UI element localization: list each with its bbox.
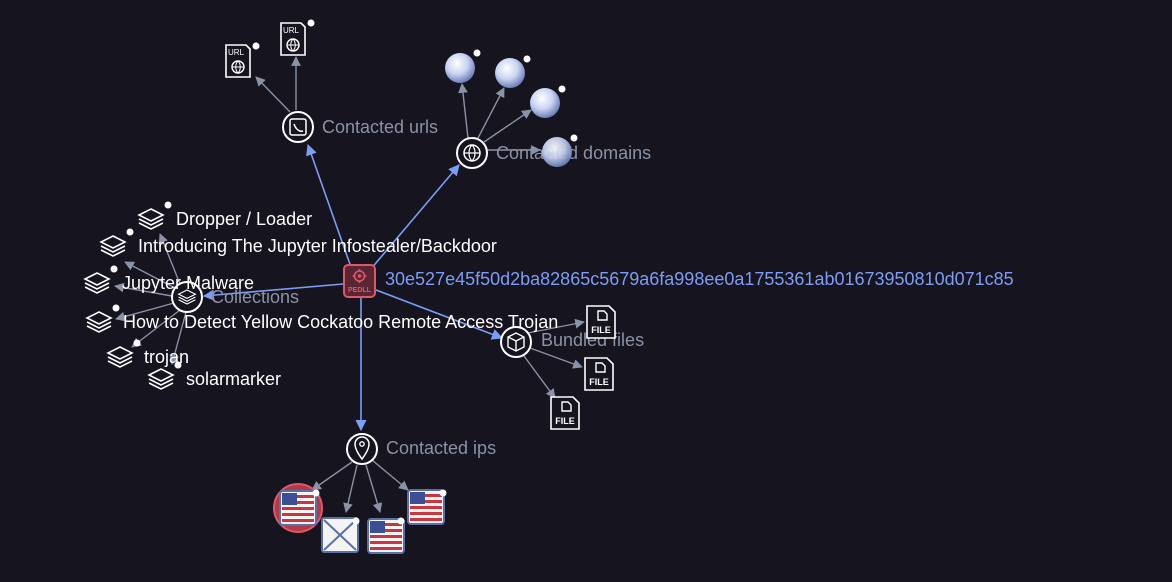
edge-collections-child: [124, 261, 176, 289]
collection-stack-icon: [138, 208, 164, 230]
collection-stack-icon: [100, 235, 126, 257]
collection-label: Jupyter Malware: [122, 273, 254, 293]
bundled-files-icon: [507, 332, 525, 352]
collection-node[interactable]: [138, 201, 172, 230]
unknown-flag-icon: [321, 517, 359, 553]
center-badge-text: PEDLL: [348, 287, 372, 294]
globe-icon: [445, 53, 475, 83]
domain-node[interactable]: [542, 134, 578, 168]
edge-domains-child: [477, 87, 505, 139]
edge-ips-child: [365, 464, 383, 513]
collection-label: Introducing The Jupyter Infostealer/Back…: [138, 236, 497, 256]
center-hash-label[interactable]: 30e527e45f50d2ba82865c5679a6fa998ee0a175…: [385, 269, 1014, 289]
collection-node[interactable]: [100, 228, 134, 257]
globe-icon: [530, 88, 560, 118]
contacted-ips-icon: [354, 436, 370, 461]
collection-node[interactable]: [107, 339, 141, 368]
edge-collections-child: [169, 311, 187, 365]
edge-center-contacted-domains: [369, 164, 460, 271]
ip-node[interactable]: [407, 489, 447, 525]
us-flag-icon: [407, 489, 445, 525]
edge-collections-child: [158, 233, 181, 285]
relationship-node-contacted-ips[interactable]: [346, 433, 378, 465]
ip-node[interactable]: [367, 517, 405, 554]
edge-center-bundled-files: [375, 289, 504, 340]
url-badge: URL: [283, 26, 300, 35]
ip-node[interactable]: [273, 483, 323, 533]
collection-stack-icon: [84, 272, 110, 294]
domain-node[interactable]: [530, 85, 566, 119]
edge-collections-child: [115, 302, 175, 322]
edge-bundled-child: [523, 355, 556, 399]
collection-label: How to Detect Yellow Cockatoo Remote Acc…: [123, 312, 558, 332]
relationship-node-collections[interactable]: [171, 281, 203, 313]
edge-bundled-child: [529, 347, 583, 369]
us-flag-icon: [367, 518, 405, 554]
edge-ips-child: [311, 461, 353, 491]
url-node[interactable]: URL: [225, 42, 260, 78]
collection-label: Dropper / Loader: [176, 209, 312, 229]
edge-ips-child: [343, 464, 358, 513]
collection-stack-icon: [107, 346, 133, 368]
collection-node[interactable]: [84, 265, 118, 294]
file-node[interactable]: FILE: [550, 396, 580, 430]
edge-center-contacted-urls: [306, 143, 353, 271]
edge-collections-child: [114, 282, 173, 297]
gear-icon: [352, 269, 367, 283]
file-badge: FILE: [555, 416, 575, 426]
relationship-label-collections: Collections: [211, 287, 299, 307]
relationship-label-bundled-files: Bundled files: [541, 330, 644, 350]
edge-center-collections: [202, 283, 344, 301]
relationship-node-bundled-files[interactable]: [500, 326, 532, 358]
center-file-node[interactable]: PEDLL: [343, 264, 376, 298]
collection-label: solarmarker: [186, 369, 281, 389]
collection-node[interactable]: [148, 361, 182, 390]
relationship-label-contacted-urls: Contacted urls: [322, 117, 438, 137]
globe-icon: [495, 58, 525, 88]
ip-node[interactable]: [321, 517, 360, 553]
edge-collections-child: [131, 309, 181, 348]
us-flag-icon: [279, 490, 317, 526]
contacted-domains-icon: [463, 144, 481, 162]
url-badge: URL: [228, 48, 245, 57]
collection-stack-icon: [148, 368, 174, 390]
file-node[interactable]: FILE: [584, 357, 614, 391]
edge-domains-child: [458, 83, 469, 139]
url-node[interactable]: URL: [280, 19, 315, 56]
file-badge: FILE: [589, 377, 609, 387]
relationship-node-contacted-urls[interactable]: [282, 111, 314, 143]
collection-label: trojan: [144, 347, 189, 367]
collection-node[interactable]: [86, 304, 120, 333]
domain-node[interactable]: [495, 55, 531, 89]
edge-urls-child: [255, 76, 291, 113]
relationship-label-contacted-ips: Contacted ips: [386, 438, 496, 458]
relationship-label-contacted-domains: Contacted domains: [496, 143, 651, 163]
file-badge: FILE: [591, 325, 611, 335]
relationship-node-contacted-domains[interactable]: [456, 137, 488, 169]
collection-stack-icon: [86, 311, 112, 333]
edge-domains-child: [483, 109, 532, 143]
file-node[interactable]: FILE: [586, 305, 616, 339]
edge-ips-child: [371, 459, 409, 491]
domain-node[interactable]: [445, 49, 481, 84]
contacted-urls-icon: [289, 118, 307, 136]
edge-bundled-child: [527, 318, 585, 334]
globe-icon: [542, 137, 572, 167]
